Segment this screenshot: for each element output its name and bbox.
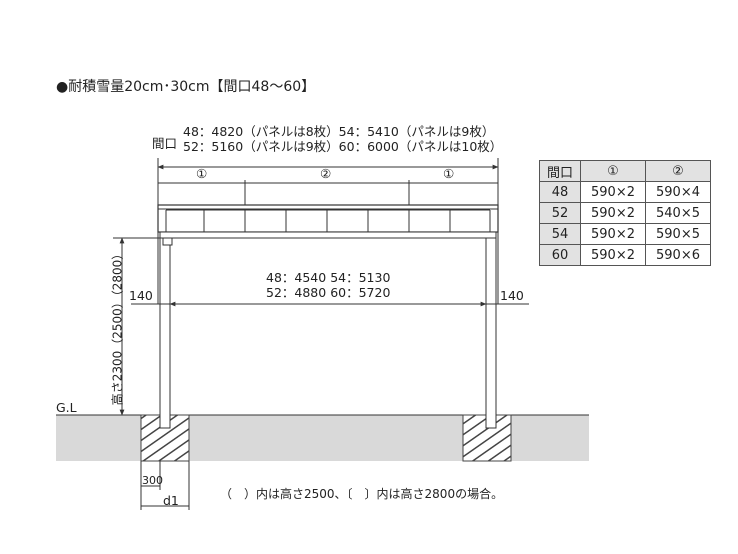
table-row: 48 590×2 590×4 xyxy=(539,181,711,203)
height-dimension xyxy=(113,237,160,416)
roof-panels xyxy=(157,204,499,239)
segment-dimension xyxy=(158,180,498,205)
height-label: 高さ2300（2500）（2800） xyxy=(110,247,125,406)
table-cell: 52 xyxy=(539,202,581,224)
post-right xyxy=(485,237,497,429)
foundation-dimension xyxy=(140,461,190,510)
table-cell: 54 xyxy=(539,223,581,245)
table-header-cell: ② xyxy=(645,160,711,182)
segment-left-label: ① xyxy=(196,166,208,181)
segment-middle-label: ② xyxy=(320,166,332,181)
span-dims-line2: 52：5160（パネルは9枚）60：6000（パネルは10枚） xyxy=(183,139,503,154)
table-cell: 590×2 xyxy=(580,202,646,224)
table-header-row: 間口 ① ② xyxy=(539,160,711,182)
table-row: 52 590×2 540×5 xyxy=(539,202,711,224)
table-header-cell: 間口 xyxy=(539,160,581,182)
foundation-width-label: 300 xyxy=(142,474,163,487)
diagram-title: ●耐積雪量20cm･30cm【間口48～60】 xyxy=(56,79,316,95)
table-row: 60 590×2 590×6 xyxy=(539,244,711,266)
table-cell: 590×2 xyxy=(580,223,646,245)
post-span-line2: 52：4880 60：5720 xyxy=(266,285,391,300)
table-cell: 590×5 xyxy=(645,223,711,245)
table-cell: 540×5 xyxy=(645,202,711,224)
table-cell: 590×2 xyxy=(580,181,646,203)
table-cell: 590×2 xyxy=(580,244,646,266)
ground-label: G.L xyxy=(56,400,77,415)
footnote: （ ）内は高さ2500、〔 〕内は高さ2800の場合。 xyxy=(220,487,504,501)
table-row: 54 590×2 590×5 xyxy=(539,223,711,245)
overall-width-dimension xyxy=(157,158,499,205)
span-dims-line1: 48：4820（パネルは8枚）54：5410（パネルは9枚） xyxy=(183,124,495,139)
table-cell: 48 xyxy=(539,181,581,203)
segment-right-label: ① xyxy=(443,166,455,181)
table-header-cell: ① xyxy=(580,160,646,182)
table-cell: 590×6 xyxy=(645,244,711,266)
post-span-line1: 48：4540 54：5130 xyxy=(266,270,391,285)
span-label: 間口 xyxy=(152,136,178,151)
table-cell: 590×4 xyxy=(645,181,711,203)
panel-spec-table: 間口 ① ② 48 590×2 590×4 52 590×2 540×5 54 … xyxy=(539,160,711,266)
table-cell: 60 xyxy=(539,244,581,266)
offset-right: 140 xyxy=(500,288,524,303)
foundation-depth-label: d1 xyxy=(163,493,179,508)
offset-left: 140 xyxy=(129,288,153,303)
post-offset-lines xyxy=(131,232,529,307)
post-left xyxy=(159,237,171,429)
